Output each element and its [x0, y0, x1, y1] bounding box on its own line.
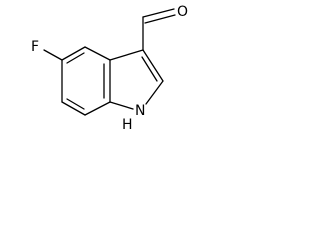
molecule-structure: F O N H [31, 4, 188, 133]
pyrrole-ring [109, 49, 164, 110]
oxygen-label: O [177, 4, 188, 20]
bond-c6-c7 [61, 101, 86, 116]
aldehyde-substituent: O [142, 4, 188, 51]
bond-c6-c7-inner [66, 98, 85, 110]
bond-c3-c2-inner [141, 56, 158, 82]
bond-c3-c2 [142, 49, 164, 82]
hydrogen-label: H [122, 117, 133, 133]
bond-cho-o [142, 8, 175, 18]
bond-c4-c5 [61, 46, 86, 61]
nitrogen-label: N [135, 103, 145, 119]
nh-group: N H [122, 103, 145, 133]
fluorine-label: F [31, 39, 39, 55]
bond-c4-c5-inner [66, 52, 85, 64]
benzene-ring [61, 46, 111, 116]
bond-n1-c7a [109, 101, 134, 110]
fluoro-substituent: F [31, 39, 63, 61]
bond-c3a-c3 [109, 49, 144, 61]
bond-c7-c7a [84, 101, 111, 116]
bond-c5-f [43, 49, 63, 61]
bond-cho-o-double [144, 14, 176, 24]
bond-c3a-c4 [84, 46, 111, 61]
bond-c2-n1 [145, 80, 164, 105]
